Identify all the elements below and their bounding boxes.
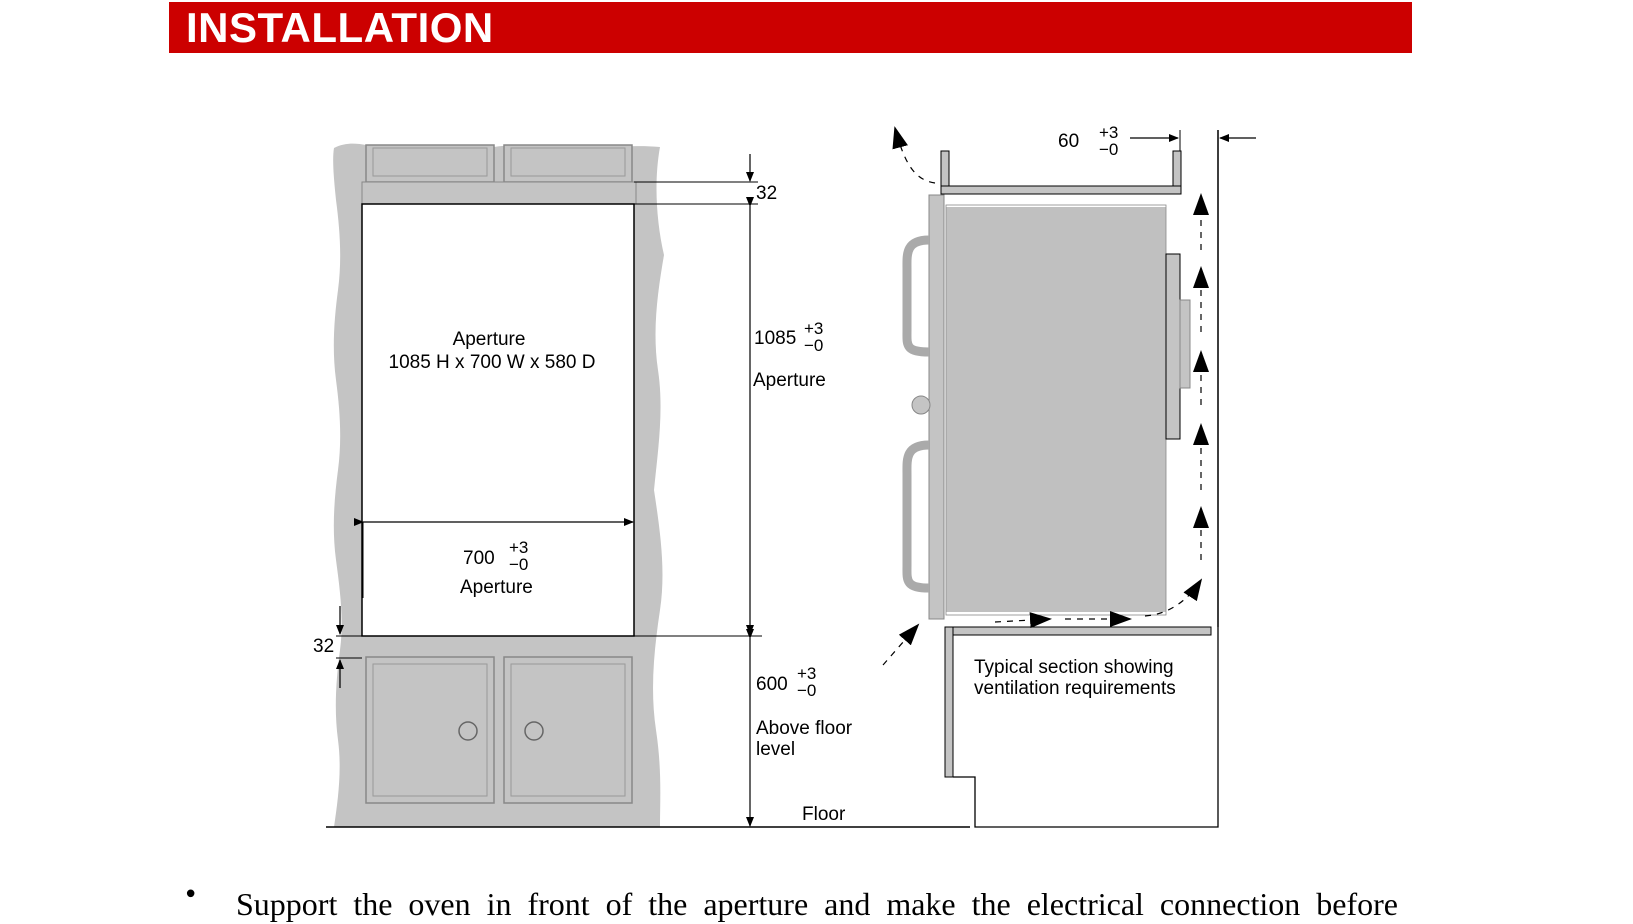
instruction-text: Support the oven in front of the apertur… bbox=[236, 886, 1398, 922]
oven-front-panel bbox=[928, 194, 945, 620]
door-knob bbox=[524, 721, 544, 741]
oven-handle bbox=[902, 440, 930, 593]
width-label: Aperture bbox=[460, 577, 533, 598]
top-gap-value: 32 bbox=[756, 183, 777, 204]
bottom-gap-value: 32 bbox=[313, 636, 334, 657]
page-title: INSTALLATION bbox=[186, 4, 494, 51]
aperture-opening bbox=[361, 203, 635, 637]
height-value: 1085 bbox=[754, 328, 796, 349]
height-label: Aperture bbox=[753, 370, 826, 391]
floor-height-label-line2: level bbox=[756, 739, 795, 760]
section-caption-line1: Typical section showing bbox=[974, 657, 1174, 678]
ventilation-arrows bbox=[882, 126, 1209, 666]
door-knob bbox=[458, 721, 478, 741]
tolerance-plus: +3 bbox=[1099, 123, 1118, 142]
tolerance-minus: −0 bbox=[509, 555, 528, 574]
width-value: 700 bbox=[463, 548, 495, 569]
section-view: 60 +3 −0 Typical section showing ventila… bbox=[882, 123, 1256, 828]
bottom-cupboard bbox=[365, 656, 633, 804]
rear-gap-value: 60 bbox=[1058, 131, 1079, 152]
header-bar: INSTALLATION bbox=[169, 2, 1412, 53]
floor-height-label-line1: Above floor bbox=[756, 718, 853, 739]
tolerance-minus: −0 bbox=[804, 336, 823, 355]
floor-height-value: 600 bbox=[756, 674, 788, 695]
tolerance-minus: −0 bbox=[797, 681, 816, 700]
floor-label: Floor bbox=[802, 804, 846, 825]
aperture-size: 1085 H x 700 W x 580 D bbox=[389, 352, 596, 373]
tolerance-minus: −0 bbox=[1099, 140, 1118, 159]
aperture-label: Aperture bbox=[453, 329, 526, 350]
tolerance-plus: +3 bbox=[509, 538, 528, 557]
section-caption-line2: ventilation requirements bbox=[974, 678, 1176, 699]
front-elevation: Aperture 1085 H x 700 W x 580 D 700 +3 −… bbox=[313, 143, 970, 828]
tolerance-plus: +3 bbox=[804, 319, 823, 338]
bullet-marker: • bbox=[183, 880, 199, 910]
tolerance-plus: +3 bbox=[797, 664, 816, 683]
oven-body bbox=[946, 207, 1166, 612]
oven-knob bbox=[911, 395, 931, 415]
oven-handle bbox=[902, 235, 930, 357]
